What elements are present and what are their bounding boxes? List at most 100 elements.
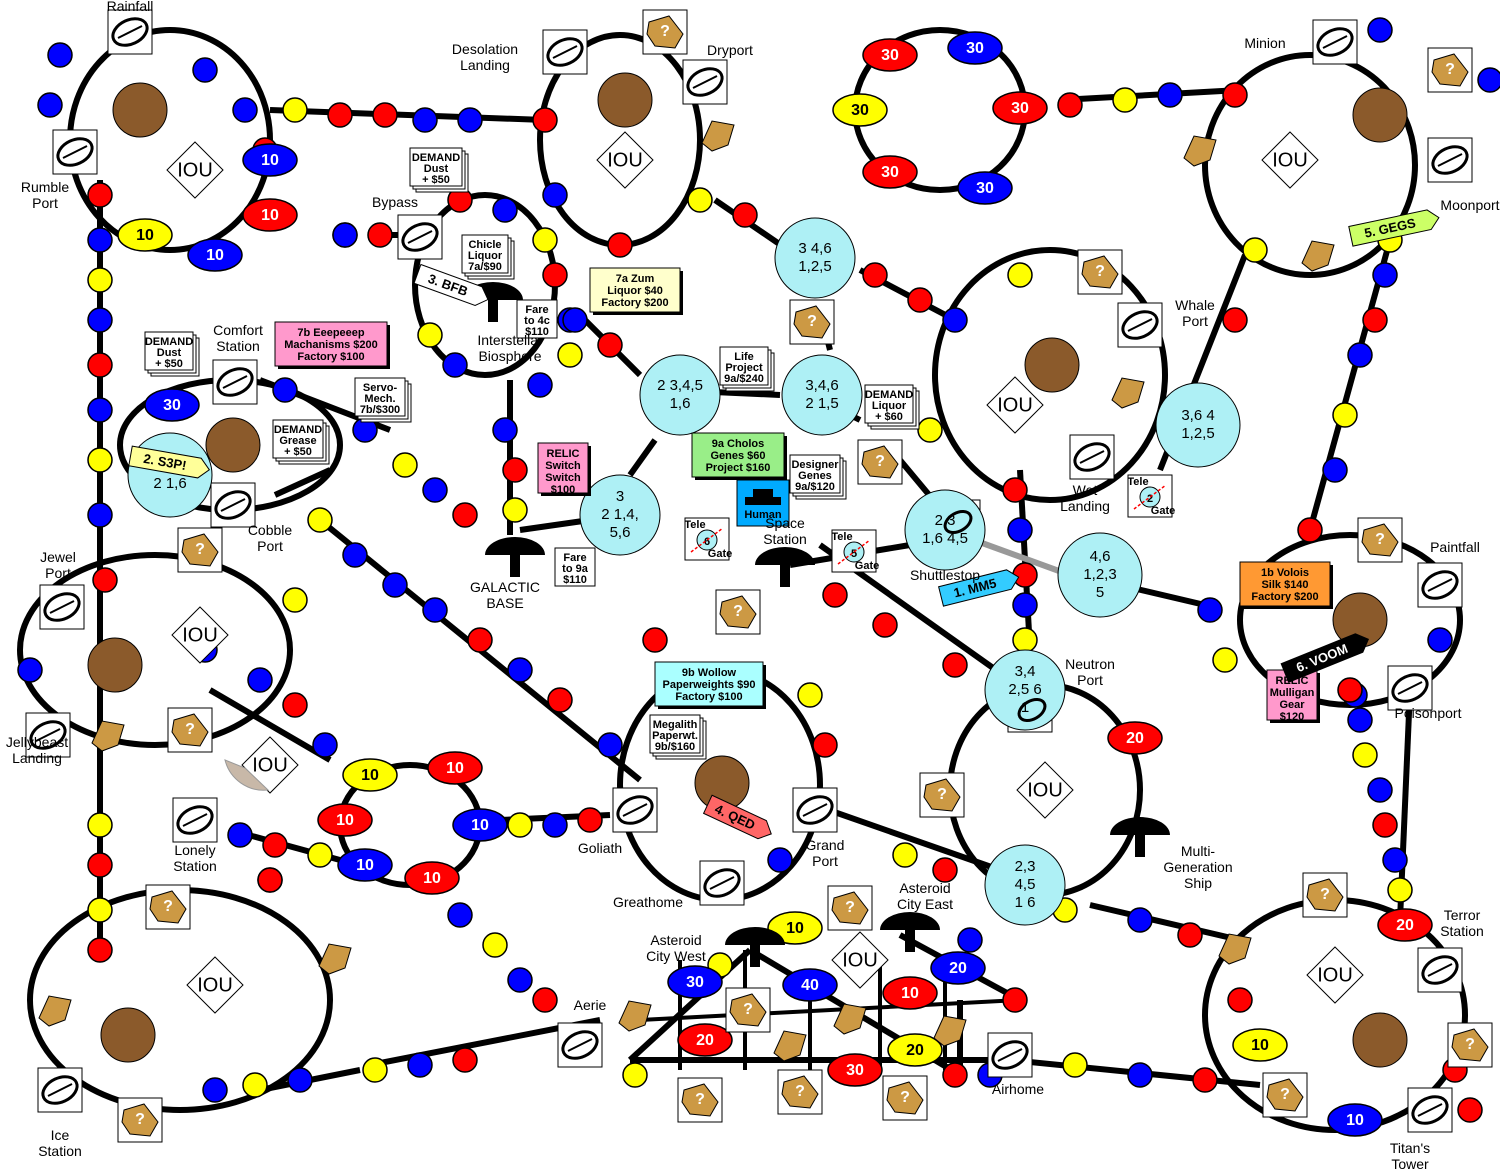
info-card-servo[interactable]: Servo-Mech.7b/$300 <box>354 377 412 423</box>
track-space[interactable] <box>527 372 553 398</box>
mystery-card[interactable]: ? <box>715 589 761 635</box>
mystery-card[interactable]: ? <box>677 1077 723 1123</box>
track-space[interactable] <box>957 927 983 953</box>
spaceport-icon[interactable] <box>699 860 745 906</box>
track-space[interactable] <box>542 182 568 208</box>
cost-token[interactable]: 10 <box>187 238 243 272</box>
mystery-card[interactable]: ? <box>167 707 213 753</box>
track-space[interactable] <box>407 1052 433 1078</box>
spaceport-icon[interactable] <box>39 584 85 630</box>
track-space[interactable] <box>1372 262 1398 288</box>
track-space[interactable] <box>1427 627 1453 653</box>
track-space[interactable] <box>87 502 113 528</box>
junction-hub[interactable]: 4,61,2,35 <box>1057 532 1143 618</box>
track-space[interactable] <box>312 732 338 758</box>
spaceport-icon[interactable] <box>1387 665 1433 711</box>
mystery-card[interactable]: ? <box>827 885 873 931</box>
spaceport-icon[interactable] <box>1417 562 1463 608</box>
cost-token[interactable]: 20 <box>887 1033 943 1067</box>
track-space[interactable] <box>492 417 518 443</box>
track-space[interactable] <box>87 812 113 838</box>
track-space[interactable] <box>1112 87 1138 113</box>
track-space[interactable] <box>942 307 968 333</box>
track-space[interactable] <box>1337 677 1363 703</box>
track-space[interactable] <box>367 222 393 248</box>
track-space[interactable] <box>257 867 283 893</box>
track-space[interactable] <box>642 627 668 653</box>
track-space[interactable] <box>447 902 473 928</box>
junction-hub[interactable]: 2,34,51 6 <box>984 844 1066 926</box>
track-space[interactable] <box>262 832 288 858</box>
track-space[interactable] <box>412 107 438 133</box>
track-space[interactable] <box>392 452 418 478</box>
cost-token[interactable]: 30 <box>947 31 1003 65</box>
cost-token[interactable]: 40 <box>782 968 838 1002</box>
track-space[interactable] <box>282 587 308 613</box>
mystery-card[interactable]: ? <box>777 1069 823 1115</box>
mystery-card[interactable]: ? <box>919 772 965 818</box>
iou-space[interactable]: IOU <box>1261 131 1319 189</box>
mystery-card[interactable]: ? <box>177 527 223 573</box>
spaceport-icon[interactable] <box>25 712 71 758</box>
track-space[interactable] <box>92 567 118 593</box>
iou-space[interactable]: IOU <box>166 141 224 199</box>
track-space[interactable] <box>502 497 528 523</box>
cost-token[interactable]: 10 <box>1232 1028 1288 1062</box>
spaceport-icon[interactable] <box>107 9 153 55</box>
track-space[interactable] <box>87 397 113 423</box>
junction-hub[interactable]: 3 4,61,2,5 <box>774 217 856 299</box>
track-space[interactable] <box>87 937 113 963</box>
mystery-card[interactable]: ? <box>725 987 771 1033</box>
cost-token[interactable]: 10 <box>242 143 298 177</box>
track-space[interactable] <box>822 582 848 608</box>
track-space[interactable] <box>1372 812 1398 838</box>
spaceport-icon[interactable] <box>172 797 218 843</box>
track-space[interactable] <box>282 97 308 123</box>
track-space[interactable] <box>732 202 758 228</box>
track-space[interactable] <box>422 477 448 503</box>
track-space[interactable] <box>507 967 533 993</box>
track-space[interactable] <box>1012 627 1038 653</box>
cost-token[interactable]: 10 <box>404 861 460 895</box>
spaceport-icon[interactable] <box>1407 1087 1453 1133</box>
track-space[interactable] <box>87 182 113 208</box>
junction-hub[interactable]: 2 3,4,51,6 <box>639 354 721 436</box>
track-space[interactable] <box>382 572 408 598</box>
cost-token[interactable]: 30 <box>832 93 888 127</box>
track-space[interactable] <box>227 822 253 848</box>
cost-token[interactable]: 20 <box>930 951 986 985</box>
cost-token[interactable]: 10 <box>317 803 373 837</box>
track-space[interactable] <box>607 232 633 258</box>
track-space[interactable] <box>362 1057 388 1083</box>
spaceport-icon[interactable] <box>37 1067 83 1113</box>
iou-space[interactable]: IOU <box>596 131 654 189</box>
cost-token[interactable]: 20 <box>677 1023 733 1057</box>
track-space[interactable] <box>892 842 918 868</box>
spaceport-icon[interactable] <box>792 787 838 833</box>
iou-space[interactable]: IOU <box>831 931 889 989</box>
track-space[interactable] <box>597 732 623 758</box>
track-space[interactable] <box>1387 877 1413 903</box>
track-space[interactable] <box>1012 562 1038 588</box>
mystery-card[interactable]: ? <box>1262 1072 1308 1118</box>
mystery-card[interactable]: ? <box>642 9 688 55</box>
track-space[interactable] <box>272 377 298 403</box>
track-space[interactable] <box>1002 477 1028 503</box>
track-space[interactable] <box>1382 847 1408 873</box>
cost-token[interactable]: 30 <box>957 171 1013 205</box>
cost-token[interactable]: 30 <box>667 965 723 999</box>
track-space[interactable] <box>1007 262 1033 288</box>
track-space[interactable] <box>1222 307 1248 333</box>
mystery-card[interactable]: ? <box>1302 872 1348 918</box>
iou-space[interactable]: IOU <box>1306 946 1364 1004</box>
track-space[interactable] <box>797 682 823 708</box>
junction-hub[interactable]: 3,6 41,2,5 <box>1155 382 1241 468</box>
track-space[interactable] <box>1057 92 1083 118</box>
track-space[interactable] <box>532 227 558 253</box>
